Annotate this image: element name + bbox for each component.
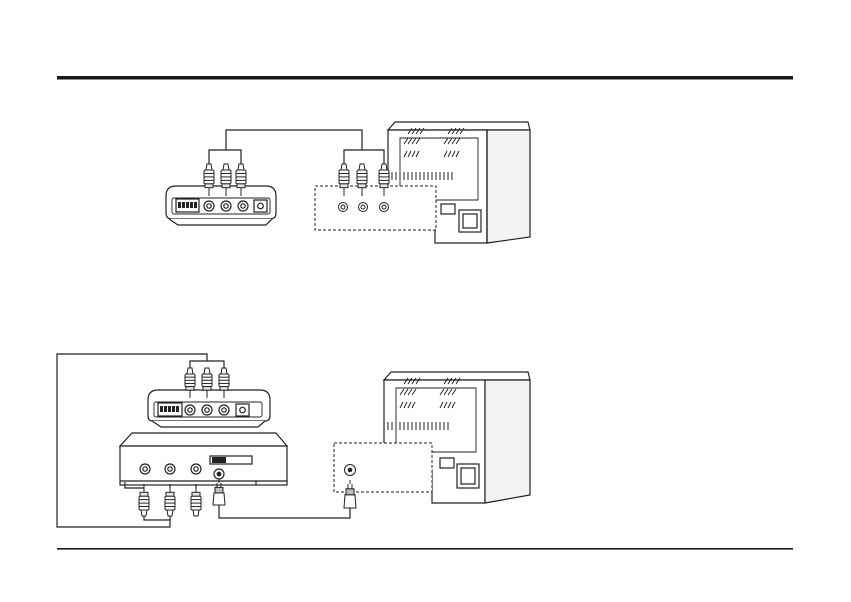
top-rule (57, 76, 793, 80)
rca-jack-icon (165, 464, 175, 474)
rca-cable-1 (209, 130, 384, 164)
rca-jack-icon (219, 405, 229, 415)
tv-input-panel-1 (315, 186, 436, 230)
vcr (120, 433, 287, 485)
rca-jack-icon (380, 203, 389, 212)
rca-plug-icon (191, 484, 201, 516)
dip-switch-icon (158, 403, 182, 416)
dip-switch-icon (176, 199, 199, 212)
diagram-1 (166, 122, 530, 243)
rca-jack-icon (359, 203, 368, 212)
av-receiver-box-1 (166, 186, 276, 225)
rca-plug-icon (139, 484, 149, 516)
bottom-rule (57, 548, 793, 550)
diagram-2 (57, 354, 530, 527)
rca-jack-icon (140, 464, 150, 474)
rca-plug-icon (165, 484, 175, 516)
av-receiver-box-2 (148, 390, 270, 427)
rca-jack-icon (238, 201, 248, 211)
coax-jack-icon (345, 465, 356, 476)
rca-jack-icon (202, 405, 212, 415)
coax-jack-icon (214, 469, 224, 479)
rca-jack-icon (185, 405, 195, 415)
rca-jack-icon (339, 203, 348, 212)
coax-cable (219, 505, 350, 518)
rca-jack-icon (191, 464, 201, 474)
tv-input-jacks-1 (339, 203, 389, 212)
rca-jack-icon (204, 201, 214, 211)
rca-jack-icon (221, 201, 231, 211)
